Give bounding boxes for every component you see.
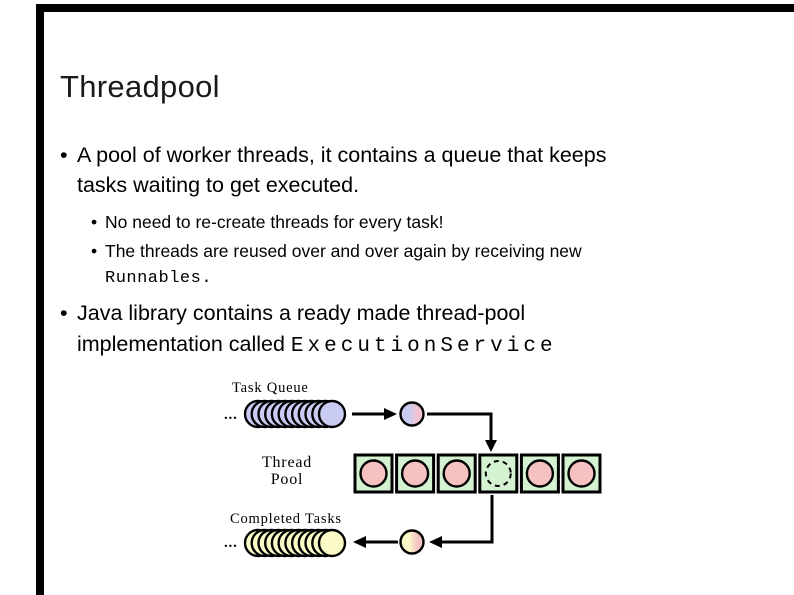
bullet-marker: • [91,241,98,261]
stack-circle [317,528,347,558]
bullet-line: tasks waiting to get executed. [77,173,360,197]
code-executionservice: ExecutionService [290,335,557,358]
task-circle [399,401,425,427]
pool-slot-busy [436,453,477,494]
arrow-pool-to-done [429,495,494,548]
completed-tasks-stack [243,528,347,558]
bullet-marker: • [60,143,68,167]
task-queue-stack [243,399,347,429]
bullet-item: • Java library contains a ready made thr… [60,298,750,362]
worker-circle [442,459,471,488]
stack-circle [317,399,347,429]
arrow-task-to-pool [427,412,497,452]
thread-pool-row [353,453,602,494]
arrow-done-to-stack [353,536,398,548]
bullet-line-plain: implementation called [77,332,291,356]
worker-circle [525,459,555,488]
bullet-text: The threads are reused over and over aga… [105,238,582,292]
completed-task-circle [399,529,425,555]
bullet-text: A pool of worker threads, it contains a … [77,140,606,200]
bullet-text: Java library contains a ready made threa… [77,298,557,362]
bullet-line: A pool of worker threads, it contains a … [77,143,607,167]
arrow-queue-to-task [352,408,397,420]
threadpool-diagram: Task Queue Thread Pool Completed Tasks .… [224,380,602,558]
pool-slot-busy [519,453,560,494]
task-queue-label: Task Queue [232,380,309,396]
worker-circle [567,459,596,488]
pool-slot-busy [353,453,394,494]
bullet-item: • A pool of worker threads, it contains … [60,140,750,200]
idle-worker-circle [484,460,512,487]
pool-slot-busy [395,453,436,494]
completed-tasks-label: Completed Tasks [230,511,342,527]
queue-ellipsis: ... [224,407,238,423]
bullet-text: No need to re-create threads for every t… [105,212,444,232]
bullet-line: Java library contains a ready made threa… [77,301,526,325]
bullet-line: implementation called ExecutionService [77,329,557,362]
bullet-marker: • [91,212,98,232]
sub-bullet-item: • The threads are reused over and over a… [91,238,751,292]
pool-slot-busy [561,453,602,494]
slide-title: Threadpool [60,69,220,104]
worker-circle [400,459,430,488]
bullet-line: The threads are reused over and over aga… [105,241,582,261]
bullet-marker: • [60,301,68,325]
completed-ellipsis: ... [224,535,238,551]
sub-bullet-item: • No need to re-create threads for every… [91,209,751,236]
thread-pool-label-line1: Thread [262,454,312,471]
code-runnables: Runnables. [105,269,213,288]
pool-slot-idle [478,453,519,494]
thread-pool-label-line2: Pool [271,471,304,488]
worker-circle [359,459,388,488]
